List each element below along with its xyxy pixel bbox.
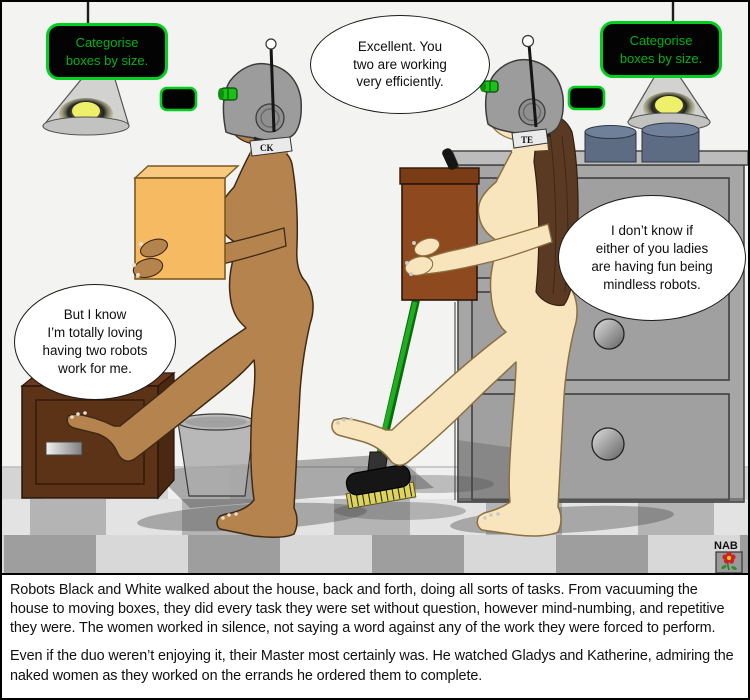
- robot-black-figure: CK: [66, 38, 314, 539]
- caption-paragraph-2: Even if the duo weren’t enjoying it, the…: [10, 648, 734, 684]
- cabinet-handle: [442, 148, 458, 170]
- instruction-sign-left: Categorise boxes by size.: [46, 23, 168, 80]
- robot-helmet: [484, 58, 564, 137]
- speech-text: I don’t know if either of you ladies are…: [591, 223, 713, 292]
- hands: [132, 238, 168, 279]
- wooden-cabinet-carried: [399, 148, 480, 301]
- drawer-knob: [591, 427, 625, 461]
- collar: CK: [249, 136, 293, 157]
- flower-icon: [721, 551, 737, 571]
- bucket: [177, 413, 255, 497]
- story-caption: Robots Black and White walked about the …: [2, 573, 748, 698]
- collar-tag-text: CK: [260, 143, 274, 153]
- collar-tag-text: TE: [521, 135, 533, 145]
- sign-text: Categorise boxes by size.: [619, 33, 703, 66]
- antenna-tip: [265, 38, 277, 50]
- helmet-light: [218, 87, 238, 101]
- speech-bubble-right: I don’t know if either of you ladies are…: [558, 195, 746, 321]
- antenna: [527, 43, 538, 128]
- helmet-earpiece: [255, 103, 285, 133]
- speaker-left: [159, 86, 198, 112]
- broom-brush: [345, 464, 417, 510]
- artist-stamp: NAB: [714, 540, 743, 573]
- chest-handle: [45, 441, 83, 456]
- speech-text: But I know I’m totally loving having two…: [42, 307, 148, 376]
- hands: [404, 237, 441, 276]
- antenna: [269, 45, 276, 133]
- pots-on-dresser: [584, 122, 700, 163]
- robot-white-figure: TE: [331, 34, 579, 537]
- signature-text: NAB: [714, 540, 738, 552]
- speaker-right: [567, 85, 606, 111]
- sign-text: Categorise boxes by size.: [65, 35, 149, 68]
- speech-bubble-left: But I know I’m totally loving having two…: [14, 284, 176, 400]
- head: CK: [218, 38, 302, 157]
- speech-text: Excellent. You two are working very effi…: [353, 38, 447, 90]
- toenails: [70, 411, 238, 520]
- instruction-sign-right: Categorise boxes by size.: [600, 21, 722, 78]
- toenails: [336, 417, 500, 520]
- speech-bubble-top: Excellent. You two are working very effi…: [310, 15, 490, 114]
- helmet-light: [480, 80, 499, 93]
- head: TE: [480, 34, 564, 152]
- caption-paragraph-1: Robots Black and White walked about the …: [10, 582, 725, 637]
- antenna-tip: [521, 34, 535, 48]
- comic-panel: CK: [2, 2, 748, 573]
- drawer-knob: [593, 318, 625, 350]
- collar: TE: [511, 128, 549, 149]
